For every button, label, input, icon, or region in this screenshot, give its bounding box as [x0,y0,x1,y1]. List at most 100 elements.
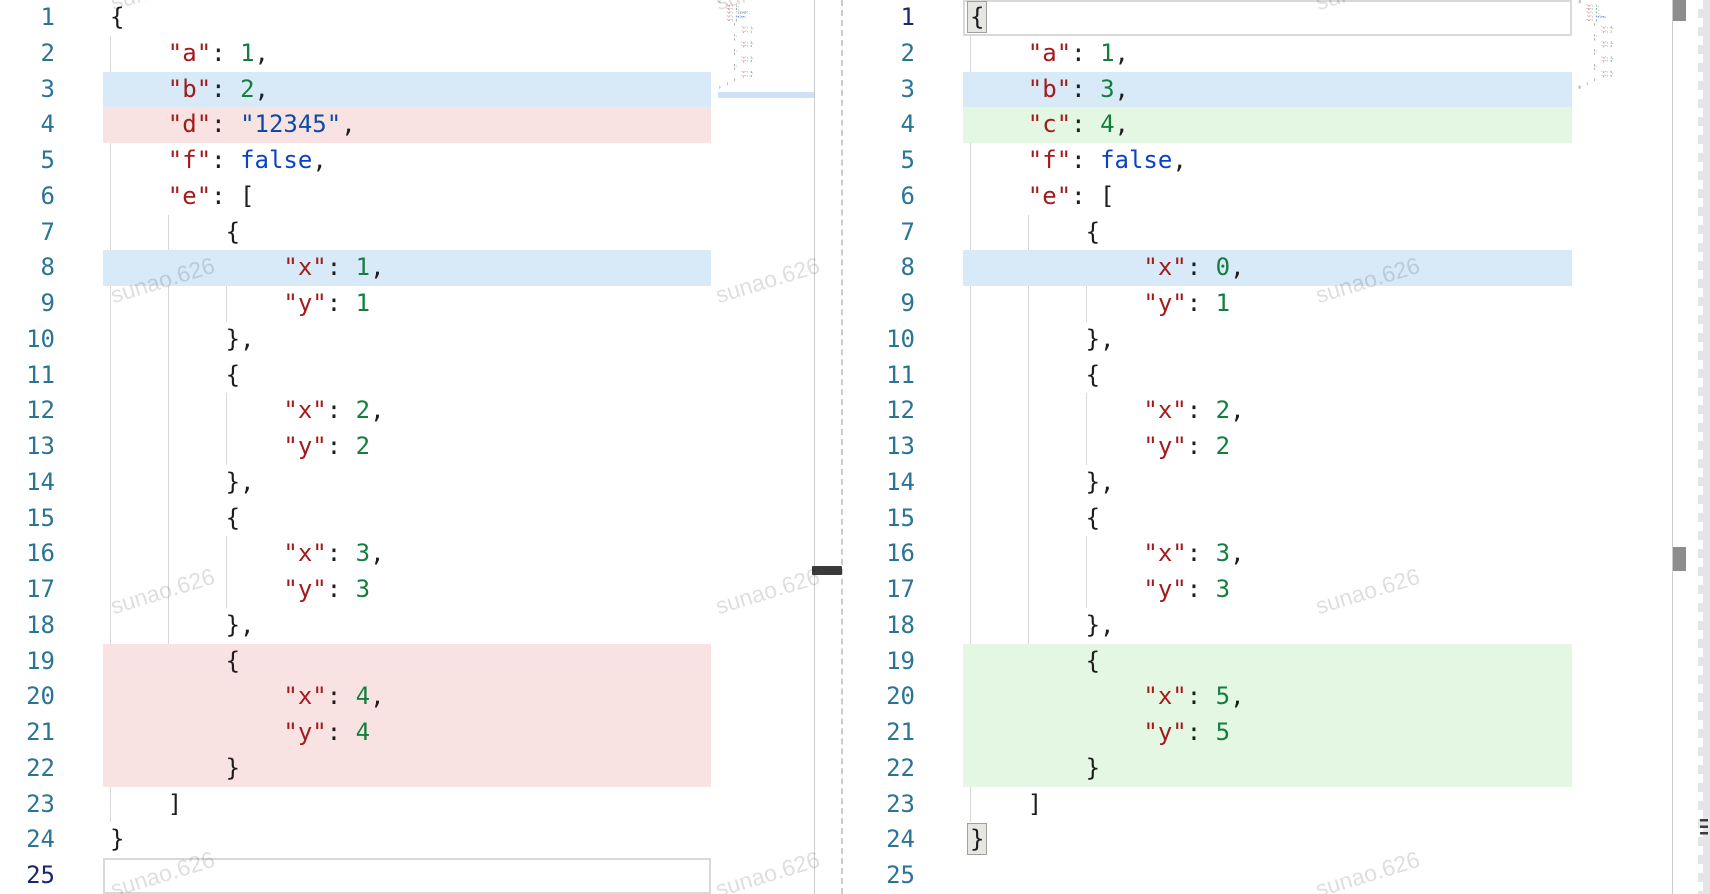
code-line-body[interactable]: } [103,822,711,858]
editor-scrollbar-track[interactable] [1673,0,1686,894]
code-line[interactable]: 15 { [0,500,814,537]
line-number[interactable]: 8 [900,253,915,282]
line-number[interactable]: 23 [26,789,55,818]
code-line[interactable]: 9 "y": 1 [843,286,1672,322]
line-number[interactable]: 21 [886,718,915,747]
code-line[interactable]: 17 "y": 3 [843,572,1672,608]
diff-modified-line[interactable]: "b": 3, [963,71,1572,108]
code-line[interactable]: 19 { [843,643,1672,680]
code-line[interactable]: 23 ] [843,786,1672,823]
code-line[interactable]: 4 "c": 4, [843,107,1672,144]
diff-added-line[interactable]: "c": 4, [963,107,1572,144]
code-line[interactable]: 1{ [0,0,814,36]
code-line[interactable]: 15 { [843,500,1672,537]
line-number[interactable]: 18 [886,610,915,639]
diff-added-line[interactable]: "y": 5 [963,715,1572,751]
code-line[interactable]: 3 "b": 3, [843,71,1672,108]
code-line-body[interactable]: "x": 2, [103,393,711,430]
code-line-body[interactable]: }, [103,607,711,644]
code-line[interactable]: 13 "y": 2 [0,429,814,465]
line-number[interactable]: 10 [886,324,915,353]
line-number[interactable]: 19 [886,646,915,675]
line-number[interactable]: 3 [40,74,55,103]
code-line-body[interactable] [963,858,1572,894]
code-line-body[interactable]: }, [963,464,1572,501]
code-line[interactable]: 20 "x": 4, [0,679,814,716]
line-number[interactable]: 14 [26,467,55,496]
code-line-body[interactable]: }, [963,607,1572,644]
line-number[interactable]: 13 [886,432,915,461]
line-number[interactable]: 1 [900,3,915,31]
code-line[interactable]: 7 { [843,214,1672,251]
code-line-body[interactable]: "y": 3 [963,572,1572,608]
line-number[interactable]: 21 [26,718,55,747]
line-number[interactable]: 23 [886,789,915,818]
code-line-body[interactable]: { [963,214,1572,251]
code-line[interactable]: 10 }, [843,321,1672,358]
line-number[interactable]: 4 [900,110,915,139]
code-line[interactable]: 21 "y": 5 [843,715,1672,751]
line-number[interactable]: 15 [26,503,55,532]
code-line-body[interactable]: { [963,357,1572,394]
line-number[interactable]: 5 [900,146,915,175]
line-number[interactable]: 18 [26,610,55,639]
line-number[interactable]: 11 [26,360,55,389]
code-line[interactable]: 5 "f": false, [0,143,814,179]
code-line-body[interactable]: { [103,357,711,394]
line-number[interactable]: 14 [886,467,915,496]
line-number[interactable]: 16 [886,539,915,568]
code-line[interactable]: 16 "x": 3, [0,536,814,573]
code-line-body[interactable]: "y": 1 [103,286,711,322]
code-line[interactable]: 21 "y": 4 [0,715,814,751]
line-number[interactable]: 22 [26,753,55,782]
code-line[interactable]: 25 [0,858,814,894]
code-line[interactable]: 11 { [0,357,814,394]
line-number[interactable]: 6 [40,181,55,210]
diff-modified-line[interactable]: "x": 1, [103,250,711,287]
diff-added-line[interactable]: "x": 5, [963,679,1572,716]
code-line[interactable]: 18 }, [843,607,1672,644]
code-line-body[interactable]: { [103,0,711,36]
line-number[interactable]: 16 [26,539,55,568]
code-line[interactable]: 12 "x": 2, [0,393,814,430]
code-line-body[interactable]: }, [103,464,711,501]
diff-modified-line[interactable]: "b": 2, [103,71,711,108]
code-line-body[interactable]: "y": 2 [963,429,1572,465]
diff-removed-line[interactable]: "x": 4, [103,679,711,716]
code-line-body[interactable]: { [963,0,1572,36]
line-number[interactable]: 10 [26,324,55,353]
line-number[interactable]: 25 [886,861,915,890]
line-number[interactable]: 2 [900,38,915,67]
diff-removed-line[interactable]: "y": 4 [103,715,711,751]
code-line[interactable]: 25 [843,858,1672,894]
diff-removed-line[interactable]: } [103,750,711,787]
code-line[interactable]: 8 "x": 0, [843,250,1672,287]
code-line[interactable]: 2 "a": 1, [0,35,814,72]
code-line-body[interactable]: } [963,822,1572,858]
code-line[interactable]: 9 "y": 1 [0,286,814,322]
minimap-right[interactable]: { "a": 1, "b": 3, "c": 4, "f": false, "e… [1578,0,1672,894]
code-line-body[interactable]: "f": false, [103,143,711,179]
line-number[interactable]: 5 [40,146,55,175]
diff-modified-line[interactable]: "x": 0, [963,250,1572,287]
line-number[interactable]: 6 [900,181,915,210]
code-line-body[interactable]: { [103,500,711,537]
code-line[interactable]: 23 ] [0,786,814,823]
scrollbar-thumb[interactable] [1673,547,1686,571]
code-line[interactable]: 19 { [0,643,814,680]
code-line[interactable]: 12 "x": 2, [843,393,1672,430]
code-line-body[interactable]: ] [963,786,1572,823]
line-number[interactable]: 12 [886,396,915,425]
line-number[interactable]: 24 [886,825,915,854]
code-line[interactable]: 24} [843,822,1672,858]
code-line-body[interactable]: "a": 1, [103,35,711,72]
line-number[interactable]: 19 [26,646,55,675]
code-line-body[interactable]: }, [963,321,1572,358]
code-line-body[interactable]: "x": 3, [103,536,711,573]
code-line-body[interactable] [103,858,711,894]
code-line-body[interactable]: "x": 3, [963,536,1572,573]
code-line[interactable]: 4 "d": "12345", [0,107,814,144]
diff-removed-line[interactable]: "d": "12345", [103,107,711,144]
code-line[interactable]: 13 "y": 2 [843,429,1672,465]
code-line-body[interactable]: "e": [ [103,178,711,215]
